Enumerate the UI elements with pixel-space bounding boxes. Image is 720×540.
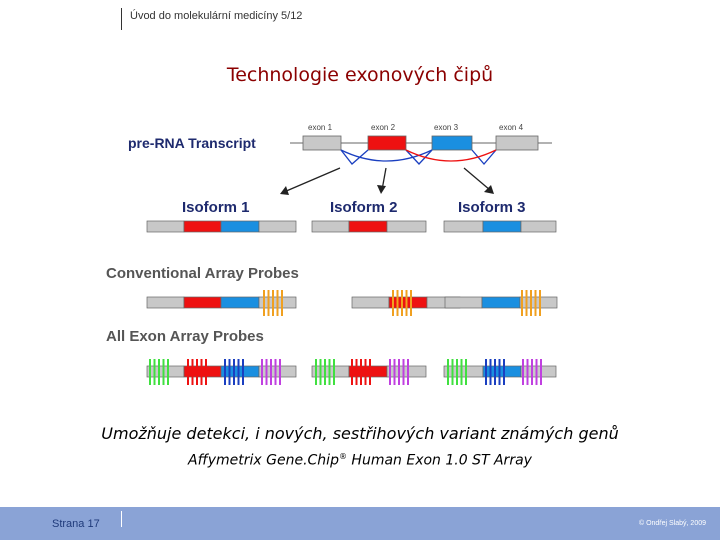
footer-divider	[121, 511, 122, 527]
pre-rna-exon-1	[302, 135, 342, 151]
conventional-isoform-2	[351, 296, 461, 309]
conventional-probes-label: Conventional Array Probes	[106, 265, 299, 282]
pre-rna-exon-3	[431, 135, 473, 151]
all-exon-probes	[149, 359, 542, 385]
arrowhead-isoform-1	[280, 186, 289, 195]
pre-rna-label: pre-RNA Transcript	[128, 135, 256, 151]
exon-label-4: exon 4	[499, 123, 524, 132]
isoform-3-bar	[443, 220, 557, 233]
exon-label-3: exon 3	[434, 123, 459, 132]
caption-sub: Affymetrix Gene.Chip® Human Exon 1.0 ST …	[0, 452, 720, 469]
splice-line-1-2	[340, 149, 369, 165]
all-exon-probes-label: All Exon Array Probes	[106, 328, 264, 345]
diagram-svg: pre-RNA Transcript exon 1 exon 2 exon 3 …	[106, 123, 558, 385]
isoform-2-bar	[311, 220, 427, 233]
isoform-label-1: Isoform 1	[182, 199, 250, 216]
all-exon-isoform-1	[146, 365, 297, 378]
pre-rna-exon-4	[495, 135, 539, 151]
isoform-1-bar	[146, 220, 297, 233]
arrow-isoform-3	[463, 167, 491, 191]
exon-label-2: exon 2	[371, 123, 396, 132]
registered-mark: ®	[338, 452, 347, 461]
arrow-isoform-1	[283, 167, 341, 193]
splice-skip-exon-2	[340, 149, 433, 162]
arrowhead-isoform-3	[484, 185, 494, 194]
exon-label-1: exon 1	[308, 123, 333, 132]
copyright: © Ondřej Slabý, 2009	[638, 520, 706, 527]
caption-main: Umožňuje detekci, i nových, sestřihových…	[101, 424, 619, 443]
splice-skip-exon-3	[405, 149, 497, 162]
conventional-isoform-3	[444, 296, 558, 309]
footer-bar: Strana 17 © Ondřej Slabý, 2009	[0, 507, 720, 540]
top-bar	[0, 0, 720, 32]
page-number: Strana 17	[52, 518, 100, 530]
pre-rna-exon-2	[367, 135, 407, 151]
exon-array-diagram: pre-RNA Transcript exon 1 exon 2 exon 3 …	[90, 110, 590, 400]
all-exon-isoform-3	[443, 365, 557, 378]
caption-sub-before: Affymetrix Gene.Chip	[188, 452, 339, 469]
splice-line-2-3	[405, 149, 433, 165]
course-header: Úvod do molekulární medicíny 5/12	[130, 10, 303, 22]
caption-sub-after: Human Exon 1.0 ST Array	[346, 452, 532, 469]
arrowhead-isoform-2	[377, 185, 386, 194]
header-divider	[121, 8, 122, 30]
isoform-label-2: Isoform 2	[330, 199, 398, 216]
isoform-label-3: Isoform 3	[458, 199, 526, 216]
slide-title: Technologie exonových čipů	[226, 64, 494, 86]
conventional-probes	[263, 290, 541, 316]
splice-line-3-4	[471, 149, 497, 165]
